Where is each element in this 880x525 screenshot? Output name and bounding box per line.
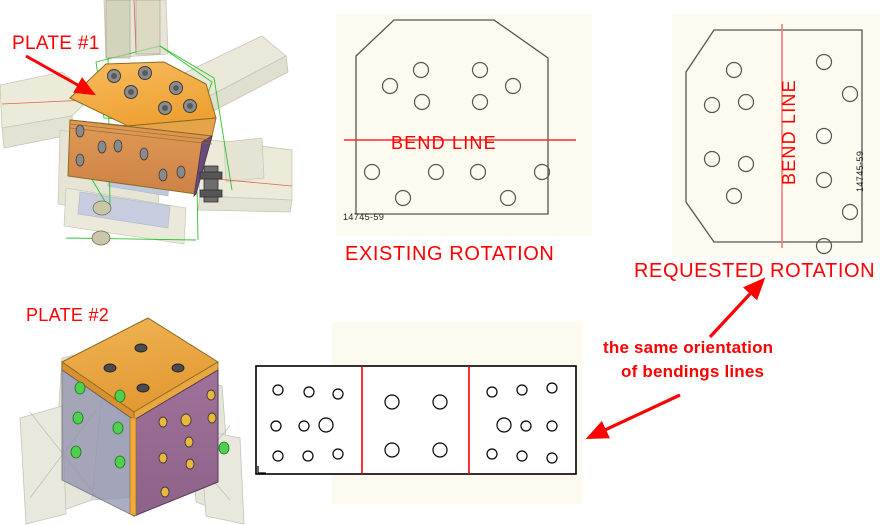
plate2-top-holes <box>103 343 185 393</box>
existing-rotation-drawing[interactable] <box>336 14 592 236</box>
requested-bend-line-label: BEND LINE <box>779 79 799 185</box>
requested-holes-left <box>703 61 755 205</box>
existing-holes-above <box>381 61 522 111</box>
requested-rotation-caption: REQUESTED ROTATION <box>634 260 876 282</box>
arrow-to-requested-rotation <box>708 277 766 339</box>
plate2-side-holes <box>158 389 217 498</box>
requested-plate-outline <box>685 29 863 243</box>
washer-detail <box>91 200 112 246</box>
requested-rotation-svg <box>685 24 863 255</box>
flat-holes-right-panel <box>486 382 558 464</box>
plate1-front-bolts <box>75 124 186 182</box>
arrow-plate1 <box>25 54 96 96</box>
existing-plate-outline <box>355 19 549 215</box>
requested-rotation-drawing[interactable] <box>672 14 880 258</box>
vertical-tube <box>105 0 161 59</box>
note-line-2: of bendings lines <box>621 362 765 381</box>
fastener-detail <box>199 165 223 203</box>
existing-rotation-svg <box>344 19 576 215</box>
flat-holes-center-panel <box>384 394 448 458</box>
plate1-3d-view[interactable] <box>0 0 330 285</box>
plate2-flat-pattern-svg[interactable] <box>250 360 590 485</box>
plate1-edge-thickness <box>193 135 213 198</box>
arrow-to-flat-pattern <box>585 393 681 440</box>
existing-holes-below <box>363 163 551 207</box>
note-line-1: the same orientation <box>603 338 774 357</box>
plate2-model-svg <box>19 317 245 525</box>
plate2-bend-fillet <box>129 417 137 517</box>
requested-holes-right <box>815 53 859 255</box>
plate1-model-svg <box>0 0 293 246</box>
plate1-bolt-group <box>107 66 197 115</box>
flat-holes-left-panel <box>270 384 344 462</box>
plate2-rear-face <box>61 369 135 517</box>
existing-bend-line-label: BEND LINE <box>391 133 497 153</box>
plate2-green-bolts <box>70 381 230 469</box>
requested-drawing-number: 14745-59 <box>855 150 865 192</box>
plate2-3d-view[interactable] <box>0 300 265 525</box>
flat-strip-frame <box>255 365 577 475</box>
existing-drawing-number: 14745-59 <box>343 212 385 222</box>
note-arrows <box>585 277 766 440</box>
plate1-label: PLATE #1 <box>12 33 100 54</box>
flat-corner-tick <box>257 466 266 474</box>
plate1-bend-radius-lines <box>69 123 213 145</box>
plate2-label: PLATE #2 <box>26 305 110 325</box>
existing-rotation-caption: EXISTING ROTATION <box>345 243 555 265</box>
